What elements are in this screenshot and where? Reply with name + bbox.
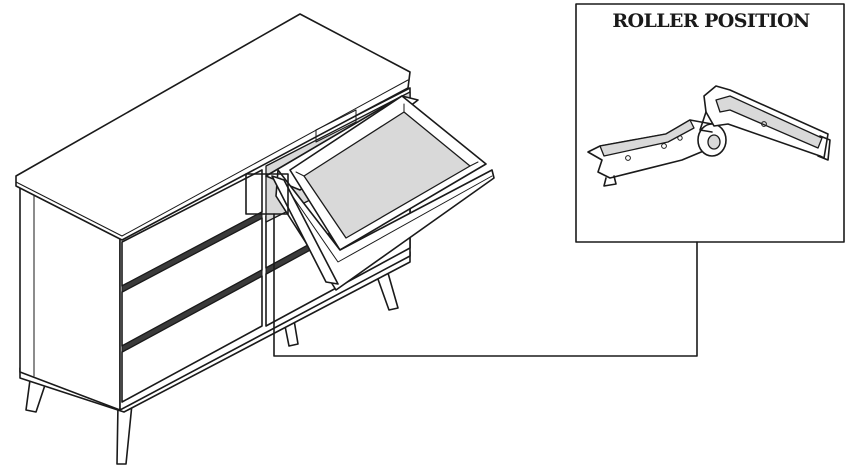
- open-drawer-inner-wall: [295, 103, 479, 177]
- drawer-groove-left-1: [121, 211, 263, 293]
- leg-front-center: [116, 403, 133, 465]
- top-board-front-edge: [15, 79, 409, 237]
- rail-right-face: [715, 95, 823, 149]
- callout-title: ROLLER POSITION: [612, 10, 810, 32]
- callout-frame: [575, 3, 845, 243]
- drawer-opening-inner: [315, 109, 357, 143]
- roller-callout: [273, 3, 845, 357]
- open-drawer-front: [275, 169, 495, 291]
- rail-right-end: [817, 135, 831, 161]
- open-drawer: [265, 95, 495, 291]
- drawer-groove-left-2: [121, 269, 263, 353]
- callout-leader-line: [273, 213, 698, 357]
- rail-left-face: [599, 119, 695, 157]
- roller-detail-marker: [245, 173, 289, 215]
- rail-hole-4: [761, 121, 767, 127]
- rail-hole-3: [677, 135, 683, 141]
- dresser: [15, 13, 495, 465]
- rail-hole-2: [661, 143, 667, 149]
- open-drawer-front-edge: [279, 175, 493, 263]
- top-board: [15, 13, 411, 241]
- rail-right-lip: [699, 111, 713, 133]
- roller-mechanism: [587, 85, 831, 187]
- roller-wheel-hub: [707, 134, 721, 150]
- rail-hole-1: [625, 155, 631, 161]
- rail-left-tab: [603, 175, 617, 187]
